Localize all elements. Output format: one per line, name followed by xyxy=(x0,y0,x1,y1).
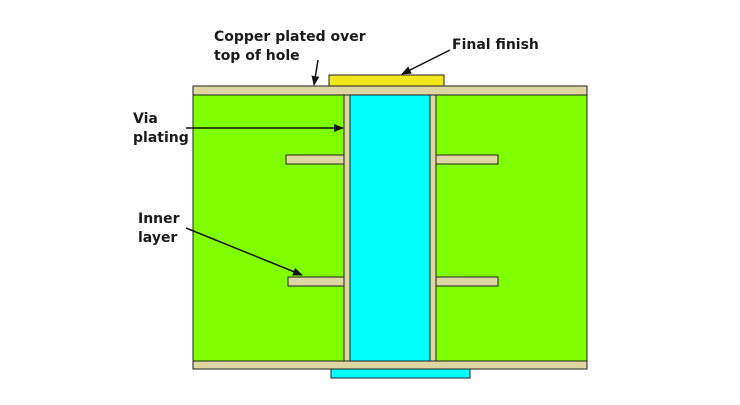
inner-trace-lower-left xyxy=(287,276,345,287)
final-finish-arrow xyxy=(401,49,451,75)
label-inner-layer-line1: Inner xyxy=(138,211,180,227)
label-via-plating: Via plating xyxy=(133,110,189,148)
label-copper-plated: Copper plated over top of hole xyxy=(214,28,366,66)
bottom-copper-layer xyxy=(192,360,588,370)
board-left xyxy=(192,94,346,362)
label-inner-layer: Inner layer xyxy=(138,210,180,248)
copper-plated-arrow xyxy=(311,59,320,86)
label-via-plating-line1: Via xyxy=(133,111,158,127)
label-inner-layer-line2: layer xyxy=(138,230,178,246)
board-right xyxy=(434,94,588,362)
inner-trace-lower-right xyxy=(435,276,499,287)
label-final-finish: Final finish xyxy=(452,37,539,53)
inner-trace-upper-right xyxy=(435,154,499,165)
via-plating-right xyxy=(429,94,437,362)
label-via-plating-line2: plating xyxy=(133,130,189,146)
inner-trace-upper-left xyxy=(285,154,345,165)
via-fill xyxy=(348,94,432,367)
via-plating-left xyxy=(343,94,351,362)
label-copper-plated-line2: top of hole xyxy=(214,48,300,64)
inner-layer-arrow xyxy=(185,227,303,276)
via-bottom-cap xyxy=(330,368,471,379)
label-copper-plated-line1: Copper plated over xyxy=(214,29,366,45)
final-finish-pad xyxy=(328,74,445,87)
top-copper-layer xyxy=(192,85,588,96)
